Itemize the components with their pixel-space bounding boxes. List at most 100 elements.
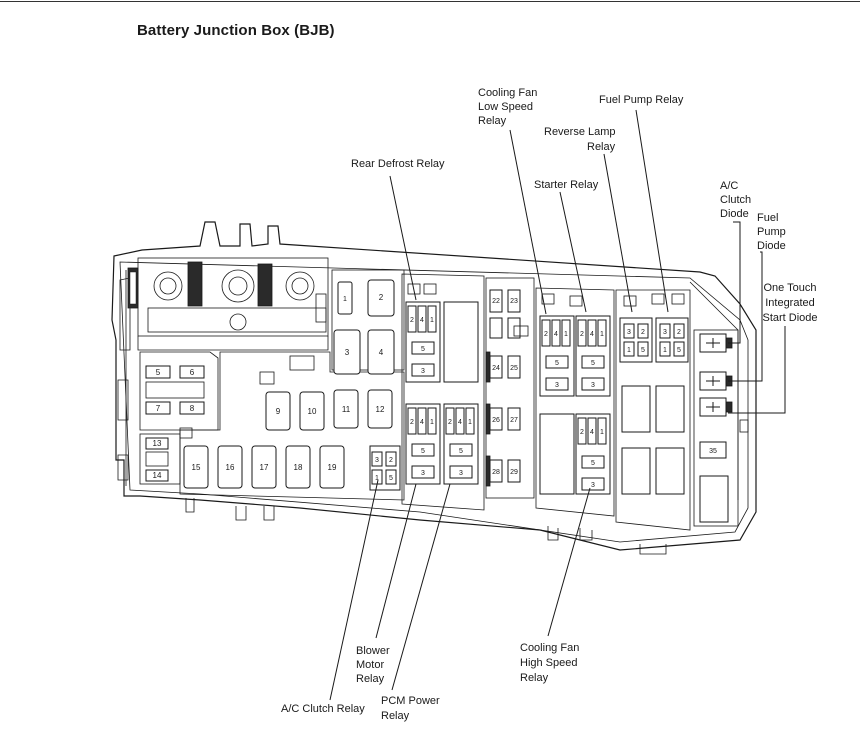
blower-motor-relay: 2 4 1 5 3 bbox=[405, 403, 441, 485]
cooling-fan-low-speed-relay: 2 4 1 5 3 bbox=[539, 315, 575, 397]
fuse-23 bbox=[507, 289, 521, 313]
ots-line-1: One Touch bbox=[763, 282, 816, 294]
relay-bay-2: 2 4 1 5 3 2 4 1 5 3 2 4 1 5 3 bbox=[535, 287, 615, 517]
starter-relay: 2 4 1 5 3 bbox=[575, 315, 611, 397]
rear-defrost-pin-3: 3 bbox=[421, 368, 425, 375]
reverse-lamp-relay-label: Reverse Lamp Relay bbox=[544, 126, 616, 153]
ac-clutch-pin-3: 3 bbox=[375, 457, 379, 464]
fuse-2 bbox=[367, 279, 395, 317]
fuse-11-label: 11 bbox=[342, 405, 351, 414]
fuse-3 bbox=[333, 329, 361, 375]
fuse-7 bbox=[145, 401, 171, 415]
fuel-pump-pin-5: 5 bbox=[677, 347, 681, 354]
blower-pin-2: 2 bbox=[410, 419, 414, 426]
fuse-5 bbox=[145, 365, 171, 379]
rear-defrost-relay: 2 4 1 5 3 bbox=[405, 301, 441, 383]
pcm-pin-4: 4 bbox=[458, 419, 462, 426]
rear-defrost-relay-label: Rear Defrost Relay bbox=[351, 158, 445, 170]
page-title: Battery Junction Box (BJB) bbox=[137, 22, 335, 39]
fuse-17-label: 17 bbox=[260, 463, 269, 472]
fuel-pump-relay-label: Fuel Pump Relay bbox=[599, 94, 684, 106]
cooling-fan-high-speed-relay: 2 4 1 5 3 bbox=[575, 413, 611, 495]
fuse-6 bbox=[179, 365, 205, 379]
cf-high-pin-3: 3 bbox=[591, 482, 595, 489]
fuse-12-label: 12 bbox=[376, 405, 385, 414]
fuse-5-label: 5 bbox=[156, 368, 161, 377]
cooling-fan-high-speed-relay-label: Cooling Fan High Speed Relay bbox=[520, 642, 579, 684]
blower-line-2: Motor bbox=[356, 659, 384, 671]
fuse-24-label: 24 bbox=[492, 365, 500, 372]
ots-line-3: Start Diode bbox=[762, 312, 817, 324]
fuel-pump-pin-1: 1 bbox=[663, 347, 667, 354]
fuse-25-label: 25 bbox=[510, 365, 518, 372]
ac-diode-line-3: Diode bbox=[720, 208, 749, 220]
rear-defrost-pin-4: 4 bbox=[420, 317, 424, 324]
fuse-15 bbox=[183, 445, 209, 489]
fuse-27 bbox=[507, 407, 521, 431]
cooling-fan-low-speed-relay-label: Cooling Fan Low Speed Relay bbox=[478, 87, 537, 127]
pcm-power-relay: 2 4 1 5 3 bbox=[443, 403, 479, 485]
fuse-14-label: 14 bbox=[153, 471, 162, 480]
blower-pin-4: 4 bbox=[420, 419, 424, 426]
fuse-27-label: 27 bbox=[510, 417, 518, 424]
starter-pin-5: 5 bbox=[591, 360, 595, 367]
reverse-pin-3: 3 bbox=[627, 329, 631, 336]
fuse-pair-13-14: 13 14 bbox=[139, 433, 181, 485]
fp-diode-line-3: Diode bbox=[757, 240, 786, 252]
blower-pin-3: 3 bbox=[421, 470, 425, 477]
relay-bay-3: 3 2 1 5 3 2 1 5 bbox=[615, 289, 691, 531]
reverse-pin-5: 5 bbox=[641, 347, 645, 354]
cf-high-pin-5: 5 bbox=[591, 460, 595, 467]
fuse-8 bbox=[179, 401, 205, 415]
cf-high-line-2: High Speed bbox=[520, 657, 578, 669]
fuse-2-label: 2 bbox=[379, 293, 384, 302]
rear-defrost-pin-1: 1 bbox=[430, 317, 434, 324]
fuel-pump-diode-label: Fuel Pump Diode bbox=[757, 212, 786, 252]
fuse-35-label: 35 bbox=[709, 448, 717, 455]
pcm-pin-3: 3 bbox=[459, 470, 463, 477]
relay-bay-1: 2 4 1 5 3 2 4 1 5 3 2 4 1 5 3 bbox=[401, 273, 485, 511]
fuse-1 bbox=[337, 281, 353, 315]
rear-defrost-pin-5: 5 bbox=[421, 346, 425, 353]
reverse-line-1: Reverse Lamp bbox=[544, 126, 616, 138]
cf-low-line-1: Cooling Fan bbox=[478, 87, 537, 99]
fuel-pump-diode bbox=[699, 371, 733, 391]
rear-defrost-pin-2: 2 bbox=[410, 317, 414, 324]
fuel-pump-pin-2: 2 bbox=[677, 329, 681, 336]
fp-diode-line-1: Fuel bbox=[757, 212, 778, 224]
cf-low-pin-2: 2 bbox=[544, 331, 548, 338]
fuse-23-label: 23 bbox=[510, 298, 518, 305]
main-bus-area bbox=[127, 257, 329, 351]
fuse-18 bbox=[285, 445, 311, 489]
fuse-10 bbox=[299, 391, 325, 431]
starter-pin-4: 4 bbox=[590, 331, 594, 338]
cf-low-pin-1: 1 bbox=[564, 331, 568, 338]
blower-pin-5: 5 bbox=[421, 448, 425, 455]
one-touch-integrated-start-diode bbox=[699, 397, 733, 417]
one-touch-start-diode-label: One Touch Integrated Start Diode bbox=[762, 282, 817, 324]
starter-relay-label: Starter Relay bbox=[534, 179, 599, 191]
fuel-pump-pin-3: 3 bbox=[663, 329, 667, 336]
pcm-pin-2: 2 bbox=[448, 419, 452, 426]
cf-high-pin-2: 2 bbox=[580, 429, 584, 436]
starter-pin-2: 2 bbox=[580, 331, 584, 338]
fuel-pump-relay: 3 2 1 5 bbox=[655, 317, 689, 363]
pcm-pin-5: 5 bbox=[459, 448, 463, 455]
fuse-7-label: 7 bbox=[156, 404, 161, 413]
cf-low-line-3: Relay bbox=[478, 115, 507, 127]
pcm-line-2: Relay bbox=[381, 710, 410, 722]
fp-diode-line-2: Pump bbox=[757, 226, 786, 238]
fuse-29-label: 29 bbox=[510, 469, 518, 476]
fuse-12 bbox=[367, 389, 393, 429]
ac-clutch-pin-1: 1 bbox=[375, 475, 379, 482]
fuse-8-label: 8 bbox=[190, 404, 195, 413]
fuse-11 bbox=[333, 389, 359, 429]
fuse-9 bbox=[265, 391, 291, 431]
mid-fuse-block: 9 10 11 12 15 16 17 18 19 bbox=[179, 351, 405, 501]
diode-column: 35 bbox=[693, 329, 749, 527]
fuse-19 bbox=[319, 445, 345, 489]
fuse-15-label: 15 bbox=[192, 463, 201, 472]
fuse-28-label: 28 bbox=[492, 469, 500, 476]
ac-clutch-relay: 3 2 1 5 bbox=[369, 445, 401, 491]
blower-motor-relay-label: Blower Motor Relay bbox=[356, 645, 390, 685]
